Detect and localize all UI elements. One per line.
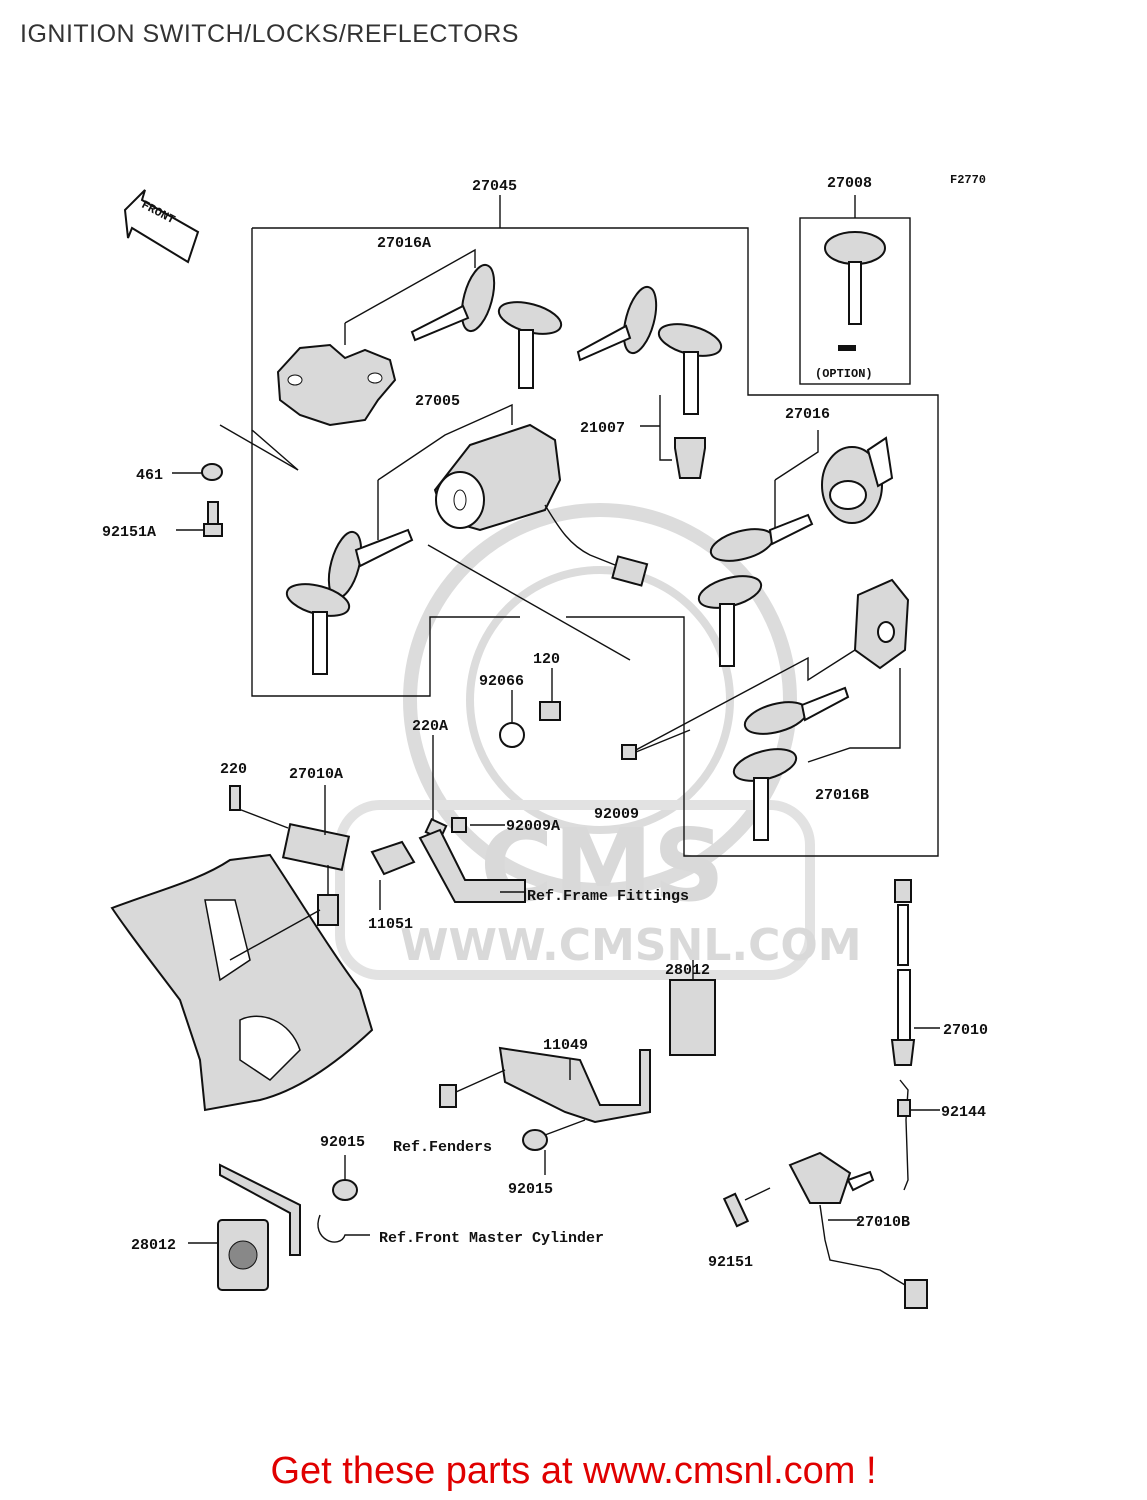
- label-27010A: 27010A: [289, 766, 343, 783]
- front-arrow: FRONT: [123, 189, 200, 264]
- brake-switch-27010: [890, 879, 940, 1191]
- watermark: CMS WWW.CMSNL.COM: [335, 503, 862, 980]
- ref-frame-fittings: Ref.Frame Fittings: [527, 888, 689, 905]
- label-28012-upper: 28012: [665, 962, 710, 979]
- label-92009: 92009: [594, 806, 639, 823]
- ignition-switch-housing: [276, 248, 476, 427]
- label-21007: 21007: [580, 420, 625, 437]
- part-labels: 27045 27008 27016A 27005 21007 27016 461…: [102, 175, 988, 1271]
- label-461: 461: [136, 467, 163, 484]
- option-box: (OPTION): [799, 195, 911, 385]
- label-92066: 92066: [479, 673, 524, 690]
- ref-front-master-cylinder: Ref.Front Master Cylinder: [379, 1230, 604, 1247]
- page-title: IGNITION SWITCH/LOCKS/REFLECTORS: [20, 20, 519, 48]
- label-92015-center: 92015: [508, 1181, 553, 1198]
- footer-link[interactable]: Get these parts at www.cmsnl.com !: [270, 1450, 877, 1492]
- kit-frame-27045: [251, 195, 939, 857]
- label-27016: 27016: [785, 406, 830, 423]
- front-reflector-bracket: [188, 1155, 370, 1291]
- fasteners-left: [172, 424, 299, 537]
- figure-code: F2770: [950, 173, 986, 187]
- label-220: 220: [220, 761, 247, 778]
- label-27016B: 27016B: [815, 787, 869, 804]
- label-27008: 27008: [827, 175, 872, 192]
- frame-section: [110, 853, 374, 1112]
- label-92151: 92151: [708, 1254, 753, 1271]
- key-set-21007: [576, 285, 723, 479]
- label-27005: 27005: [415, 393, 460, 410]
- label-27010B: 27010B: [856, 1214, 910, 1231]
- label-120: 120: [533, 651, 560, 668]
- parts-diagram: CMS WWW.CMSNL.COM FRONT F2770 (OPTION): [102, 173, 988, 1309]
- label-27016A: 27016A: [377, 235, 431, 252]
- label-27045: 27045: [472, 178, 517, 195]
- option-label: (OPTION): [815, 367, 873, 381]
- label-27010: 27010: [943, 1022, 988, 1039]
- label-220A: 220A: [412, 718, 448, 735]
- switch-27010B: [722, 1151, 928, 1309]
- label-92144: 92144: [941, 1104, 986, 1121]
- label-92015-left: 92015: [320, 1134, 365, 1151]
- ref-fenders: Ref.Fenders: [393, 1139, 492, 1156]
- key-set-27005: [285, 528, 414, 675]
- key-set-27016A: [410, 263, 563, 389]
- helmet-lock-27016B: [631, 578, 910, 841]
- small-parts-center: [499, 668, 691, 760]
- seat-lock-27016: [697, 430, 894, 667]
- switch-bracket: [229, 735, 526, 926]
- label-28012-lower: 28012: [131, 1237, 176, 1254]
- watermark-url: WWW.CMSNL.COM: [400, 920, 862, 971]
- label-11051: 11051: [368, 916, 413, 933]
- label-11049: 11049: [543, 1037, 588, 1054]
- label-92009A: 92009A: [506, 818, 560, 835]
- ignition-cylinder-27005: [377, 403, 649, 661]
- reflector-bracket-11049: [439, 960, 716, 1175]
- label-92151A: 92151A: [102, 524, 156, 541]
